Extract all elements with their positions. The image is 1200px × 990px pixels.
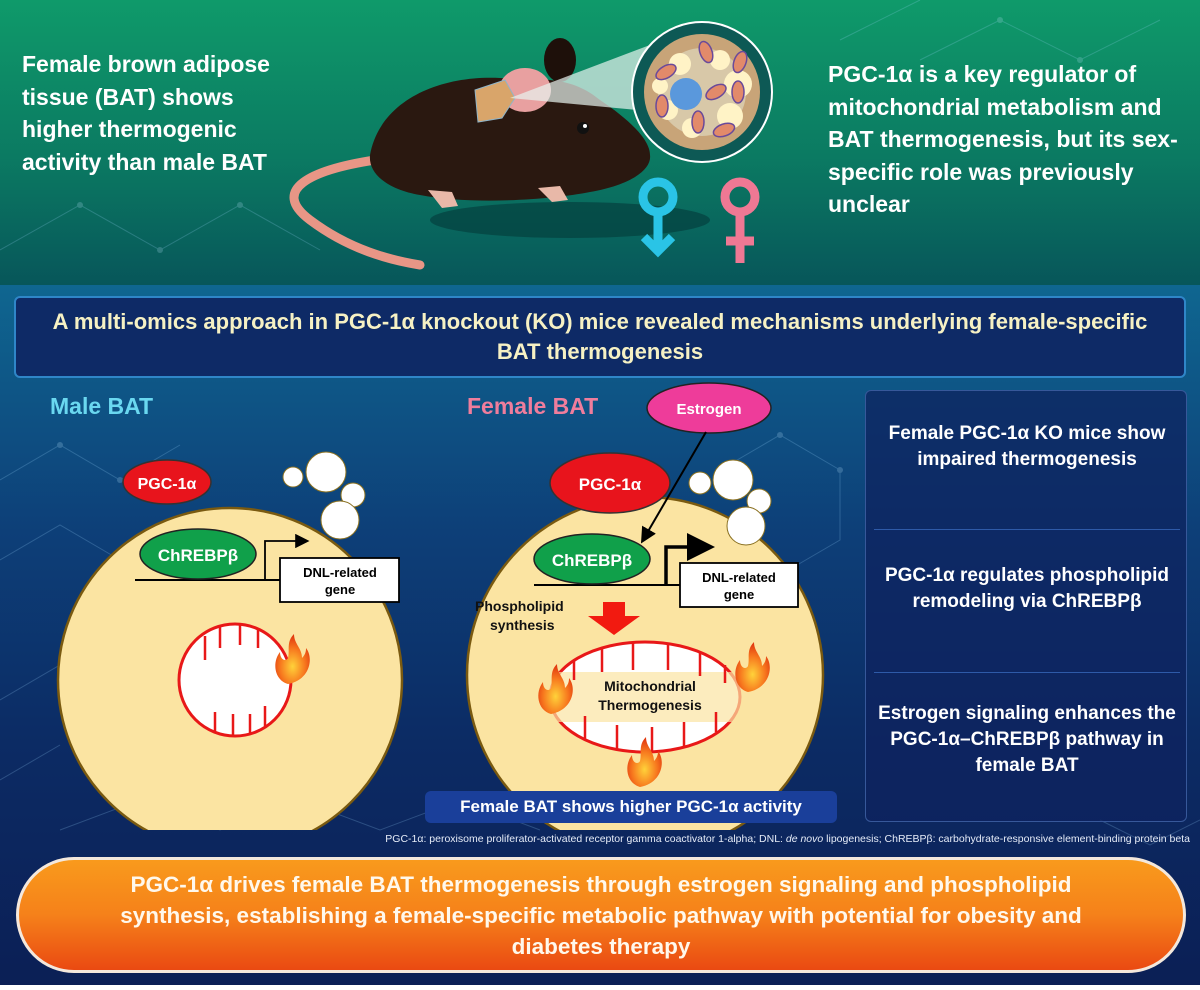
female-bat-title: Female BAT xyxy=(467,393,599,419)
bat-mechanism-diagram: PGC-1α ChREBPβ DNL-related gene Estrogen xyxy=(56,382,825,830)
finding-item: Female PGC-1α KO mice show impaired ther… xyxy=(888,423,1166,470)
finding-item: PGC-1α regulates phospholipid remodeling… xyxy=(884,565,1170,612)
conclusion-banner: PGC-1α drives female BAT thermogenesis t… xyxy=(16,857,1186,973)
flame-icon xyxy=(627,737,662,787)
male-cell: PGC-1α ChREBPβ DNL-related gene xyxy=(56,451,404,830)
female-pgc-label: PGC-1α xyxy=(579,475,642,494)
male-mitochondrion xyxy=(177,622,293,738)
finding-item: Estrogen signaling enhances the PGC-1α–C… xyxy=(878,703,1176,776)
red-down-arrow xyxy=(588,602,640,635)
mouse-feet xyxy=(428,186,568,208)
female-chrebp-label: ChREBPβ xyxy=(552,551,632,570)
mouse-body xyxy=(369,77,651,201)
svg-text:DNL-related: DNL-related xyxy=(702,570,776,585)
female-gene-box xyxy=(679,562,799,608)
divider xyxy=(874,529,1180,530)
male-chrebp-label: ChREBPβ xyxy=(158,546,238,565)
svg-text:synthesis: synthesis xyxy=(490,617,555,633)
phospholipid-label: Phospholipid xyxy=(475,598,564,614)
cell-magnified xyxy=(631,21,773,163)
estrogen-arrow xyxy=(640,431,707,544)
estrogen-oval xyxy=(646,382,772,434)
mouse-shadow xyxy=(430,202,710,238)
bottom-strip xyxy=(0,985,1200,990)
abbreviations-footnote: PGC-1α: peroxisome proliferator-activate… xyxy=(385,833,1190,845)
male-bat-title: Male BAT xyxy=(50,393,154,419)
conclusion-text: PGC-1α drives female BAT thermogenesis t… xyxy=(120,871,1082,959)
male-symbol-icon xyxy=(638,177,678,258)
mouse-tail xyxy=(289,155,425,270)
flame-icon xyxy=(735,642,770,692)
cell-nucleus xyxy=(670,78,702,110)
divider xyxy=(874,672,1180,673)
bat-tissue-patch xyxy=(474,79,516,123)
male-chrebp-oval xyxy=(139,528,257,580)
female-bat-caption: Female BAT shows higher PGC-1α activity xyxy=(425,791,837,823)
headline-text: A multi-omics approach in PGC-1α knockou… xyxy=(52,309,1148,364)
intro-right-text: PGC-1α is a key regulator of mitochondri… xyxy=(828,61,1178,217)
male-gene-box xyxy=(279,557,400,603)
estrogen-label: Estrogen xyxy=(676,401,741,418)
mito-label-line2: Thermogenesis xyxy=(598,697,702,713)
flame-icon xyxy=(275,634,310,684)
female-chrebp-oval xyxy=(533,533,651,585)
male-pgc-oval xyxy=(122,459,212,505)
flame-icon xyxy=(538,664,573,714)
mouse-ear-back xyxy=(544,38,576,82)
svg-text:gene: gene xyxy=(724,587,754,602)
svg-text:DNL-related: DNL-related xyxy=(303,565,377,580)
female-pgc-oval xyxy=(549,452,671,514)
mito-label-line1: Mitochondrial xyxy=(604,678,696,694)
svg-text:gene: gene xyxy=(325,582,355,597)
findings-panel: Female PGC-1α KO mice show impaired ther… xyxy=(865,390,1187,822)
male-pgc-label: PGC-1α xyxy=(138,476,197,493)
intro-left-text: Female brown adipose tissue (BAT) shows … xyxy=(22,51,270,175)
female-cell: Estrogen PGC-1α ChREBPβ DNL-related gene… xyxy=(465,382,825,830)
headline-box: A multi-omics approach in PGC-1α knockou… xyxy=(14,296,1186,378)
female-symbol-icon xyxy=(720,177,760,263)
mouse-eye xyxy=(577,122,589,134)
mouse-illustration xyxy=(289,21,773,270)
